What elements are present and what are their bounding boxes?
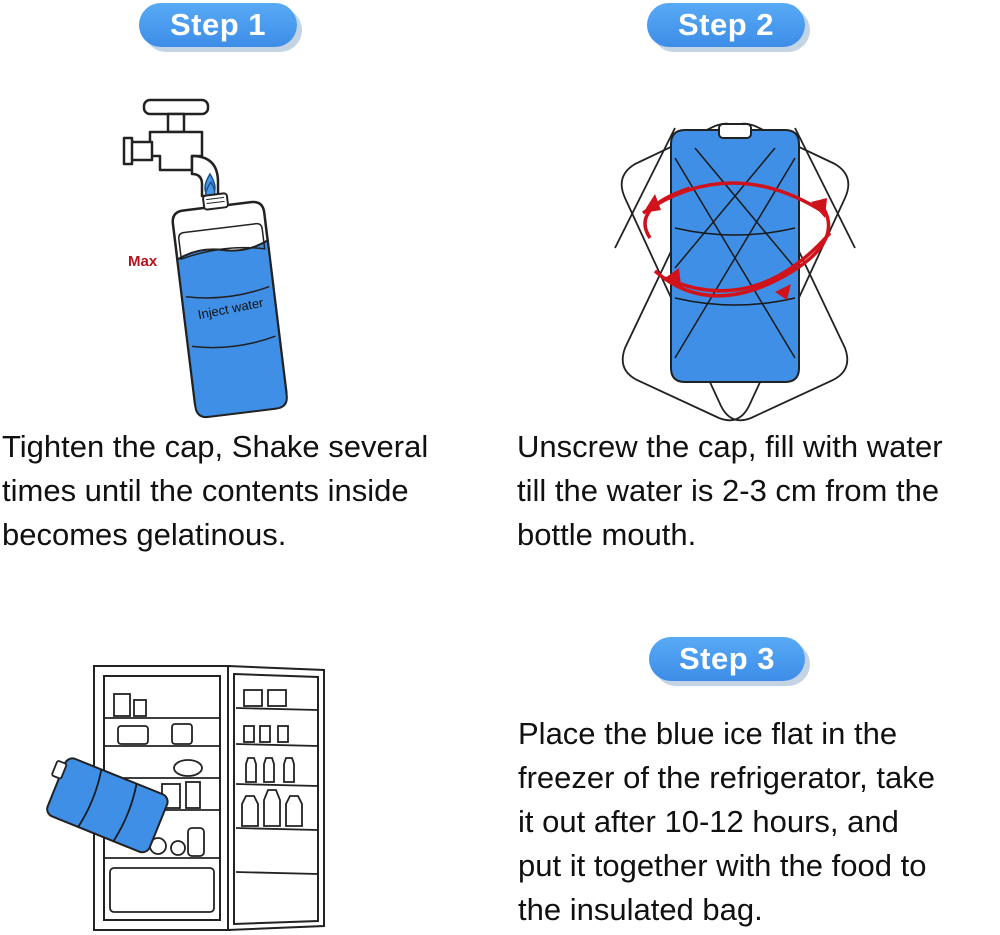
step-1-line: times until the contents inside: [2, 473, 409, 508]
step-2-label: Step 2: [677, 7, 775, 42]
step-2-badge: Step 2: [647, 3, 805, 47]
step-1-description: Tighten the cap, Shake several times unt…: [2, 425, 428, 557]
faucet-fill-illustration: Inject water Max: [122, 98, 288, 419]
step-3-line: freezer of the refrigerator, take: [518, 760, 935, 795]
step-1-label: Step 1: [169, 7, 267, 42]
step-3-line: Place the blue ice flat in the: [518, 716, 898, 751]
step-3-line: it out after 10-12 hours, and: [518, 804, 899, 839]
step-2-line: Unscrew the cap, fill with water: [517, 429, 943, 464]
step-1-line: becomes gelatinous.: [2, 517, 287, 552]
step-1-badge: Step 1: [139, 3, 297, 47]
step-2-description: Unscrew the cap, fill with water till th…: [517, 425, 943, 557]
step-3-description: Place the blue ice flat in the freezer o…: [518, 712, 935, 932]
refrigerator-illustration: [46, 664, 325, 932]
step-3-badge: Step 3: [649, 637, 805, 681]
step-2-line: till the water is 2-3 cm from the: [517, 473, 940, 508]
step-2-line: bottle mouth.: [517, 517, 697, 552]
step-3-line: the insulated bag.: [518, 892, 763, 927]
step-3-label: Step 3: [678, 641, 776, 676]
step-3-line: put it together with the food to: [518, 848, 927, 883]
max-label: Max: [128, 253, 158, 270]
step-1-line: Tighten the cap, Shake several: [2, 429, 429, 464]
shake-pack-illustration: [614, 122, 856, 422]
